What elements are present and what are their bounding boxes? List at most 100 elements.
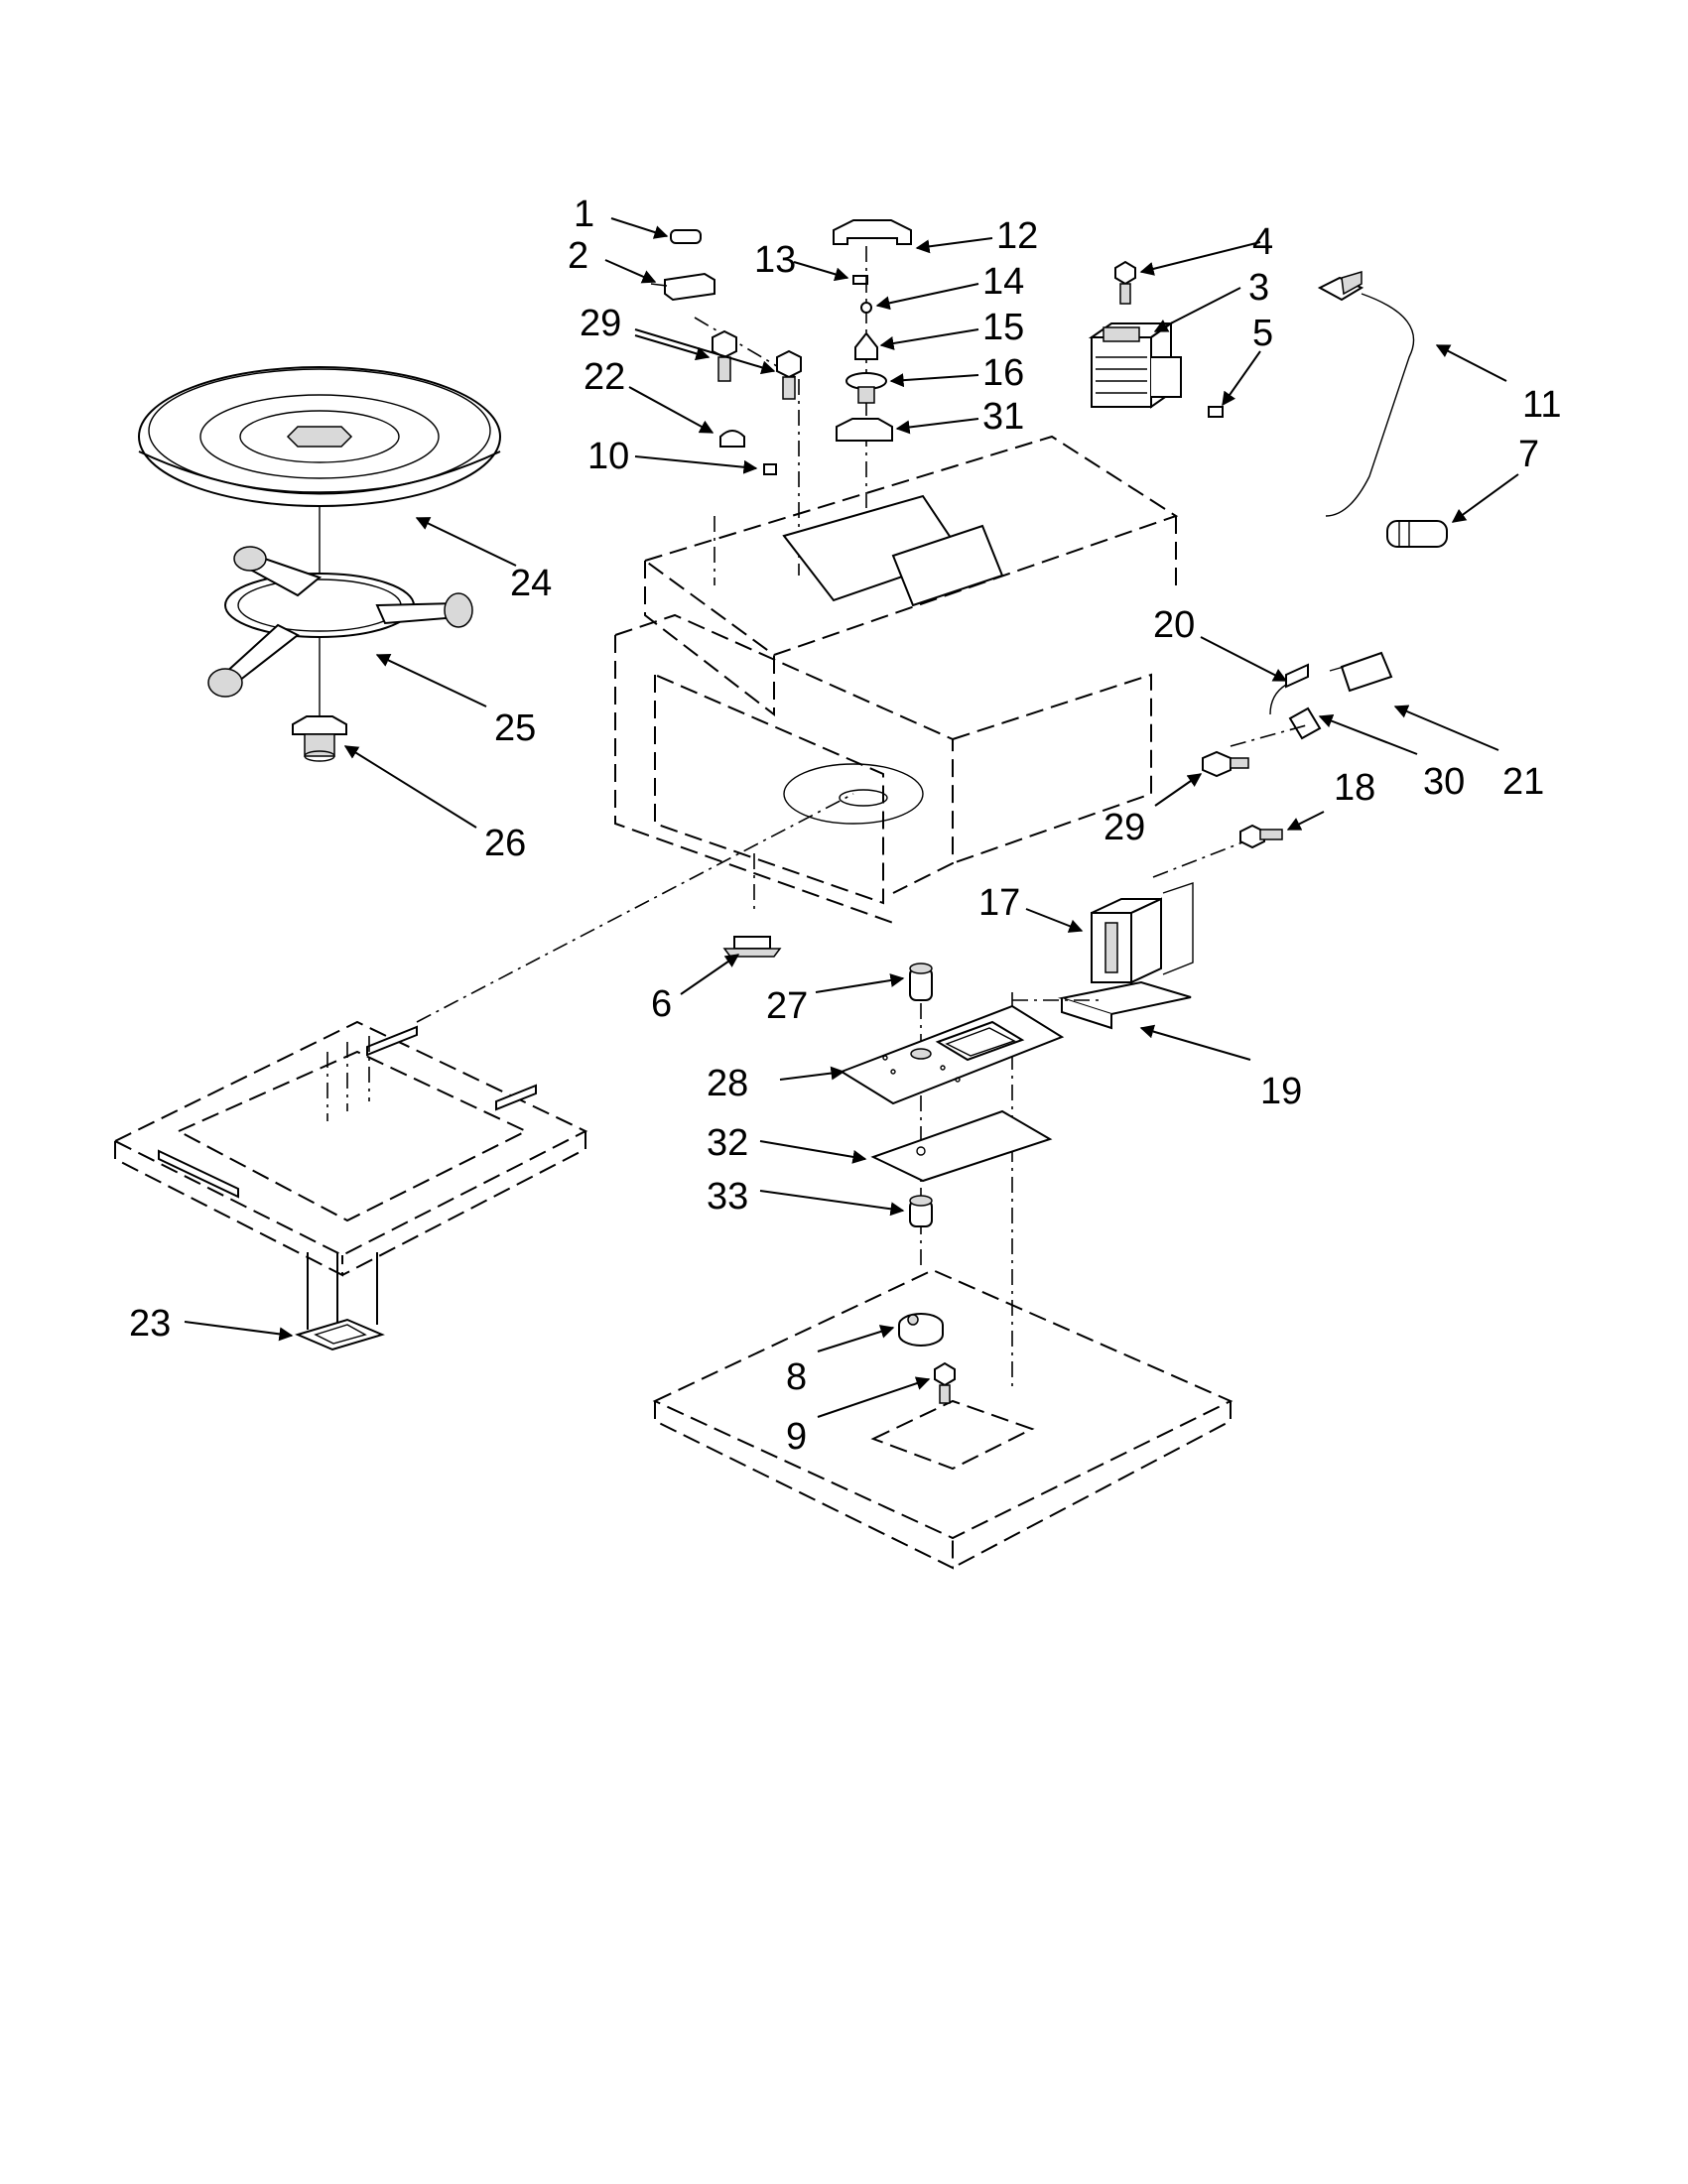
diode-20-part [1269, 663, 1309, 715]
bracket-30-part [1288, 707, 1322, 740]
turntable-assembly [138, 366, 501, 762]
callout-2: 2 [568, 235, 588, 277]
filter-7-part [1386, 520, 1448, 548]
clip-10-part [763, 463, 777, 475]
callout-16: 16 [982, 352, 1024, 394]
leader-22 [628, 386, 714, 434]
leader-21 [1393, 705, 1499, 751]
callout-1: 1 [574, 193, 594, 235]
stirrer-motor-part [898, 1313, 944, 1347]
leader-32 [759, 1140, 867, 1164]
magnetron-part [1088, 321, 1182, 409]
callout-33: 33 [707, 1176, 748, 1218]
callout-31: 31 [982, 396, 1024, 438]
leader-23 [184, 1321, 294, 1342]
insulator-32-part [870, 1109, 1053, 1183]
base-plate [652, 1268, 1234, 1570]
screw-18-part [1239, 824, 1283, 849]
coupler-part [292, 715, 347, 762]
callout-11: 11 [1522, 384, 1561, 426]
callout-17: 17 [978, 882, 1020, 924]
frame-23-part [112, 1020, 588, 1351]
bracket-22-part [719, 430, 745, 448]
callout-25: 25 [494, 707, 536, 749]
callout-15: 15 [982, 307, 1024, 348]
leader-30 [1318, 714, 1418, 755]
screw-9-part [934, 1361, 956, 1404]
leader-3 [1153, 287, 1241, 332]
fuse-part [670, 229, 702, 244]
callout-10: 10 [587, 436, 629, 477]
leader-33 [759, 1190, 905, 1217]
leader-5 [1222, 350, 1261, 407]
stirrer-cover-part [833, 219, 912, 245]
leader-25 [375, 654, 487, 707]
screw-29a-part [712, 329, 737, 382]
leader-24 [415, 517, 517, 567]
capacitor-21-part [1329, 651, 1393, 693]
leader-27 [815, 973, 905, 993]
callout-30: 30 [1423, 761, 1465, 803]
callout-13: 13 [754, 239, 796, 281]
callout-7: 7 [1518, 434, 1539, 475]
mounting-plate-28-part [839, 1004, 1065, 1105]
power-cord-part [1317, 270, 1415, 517]
leader-14 [875, 283, 979, 311]
callout-29b: 29 [1104, 807, 1145, 848]
leader-28 [779, 1066, 845, 1081]
oven-cavity [614, 435, 1179, 924]
thermal-cutout-part [722, 936, 782, 958]
leader-13 [793, 261, 849, 282]
leader-11 [1435, 344, 1507, 382]
callout-6: 6 [651, 983, 672, 1025]
leader-7 [1451, 473, 1519, 523]
callout-14: 14 [982, 261, 1024, 303]
screw-4-part [1114, 260, 1136, 305]
coupler-27-part [909, 963, 933, 1001]
callout-28: 28 [707, 1063, 748, 1104]
callout-labels: 1 2 3 4 5 6 7 8 9 10 11 12 13 14 15 16 1… [129, 193, 1561, 1458]
clip-13-part [852, 275, 868, 285]
transformer-part [1058, 882, 1194, 1030]
leader-19 [1139, 1024, 1251, 1061]
callout-18: 18 [1334, 767, 1375, 809]
callout-24: 24 [510, 563, 552, 604]
callout-8: 8 [786, 1356, 807, 1398]
leader-4 [1139, 241, 1261, 276]
callout-26: 26 [484, 823, 526, 864]
callout-23: 23 [129, 1303, 171, 1345]
blade-15-part [854, 331, 878, 360]
leader-29c [1154, 773, 1203, 807]
pin-14-part [860, 302, 872, 314]
leader-15 [879, 328, 979, 350]
spacer-33-part [909, 1195, 933, 1227]
clip-5-part [1208, 406, 1224, 418]
fuse-holder-part [650, 272, 715, 302]
callout-21: 21 [1502, 761, 1544, 803]
leader-10 [634, 455, 758, 474]
leader-2 [604, 259, 657, 284]
callout-20: 20 [1153, 604, 1195, 646]
leader-1 [610, 217, 669, 239]
callout-12: 12 [996, 215, 1038, 257]
callout-19: 19 [1260, 1071, 1302, 1112]
leader-18 [1286, 811, 1325, 831]
leader-17 [1025, 908, 1084, 933]
callout-32: 32 [707, 1122, 748, 1164]
leader-20 [1200, 636, 1288, 682]
leader-12 [915, 237, 993, 254]
callout-27: 27 [766, 985, 808, 1027]
callout-3: 3 [1248, 267, 1269, 309]
roller-support-part [207, 546, 473, 698]
callout-29a: 29 [580, 303, 621, 344]
leader-31 [895, 418, 979, 435]
leader-8 [817, 1325, 895, 1352]
leader-16 [889, 373, 979, 388]
leader-29a-1 [634, 334, 711, 361]
leader-6 [680, 954, 740, 995]
callout-4: 4 [1252, 221, 1273, 263]
screw-29c-part [1202, 750, 1249, 778]
leader-26 [343, 745, 477, 829]
callout-9: 9 [786, 1416, 807, 1458]
